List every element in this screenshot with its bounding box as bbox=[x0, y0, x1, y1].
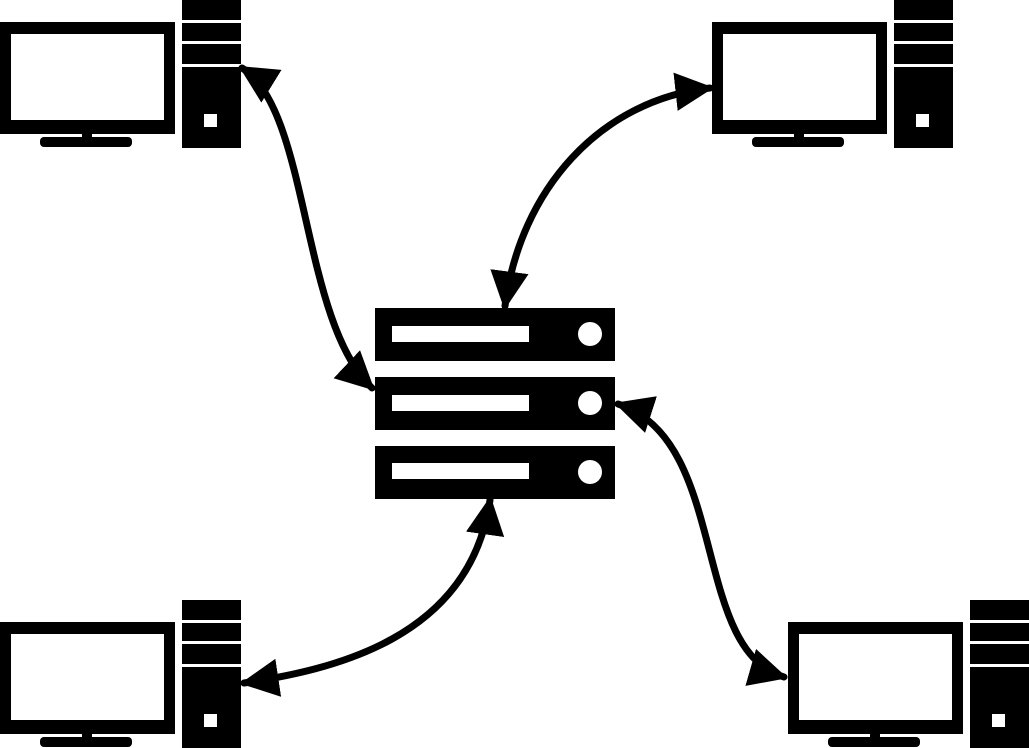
computer-top-left-icon bbox=[0, 0, 241, 148]
computer-bottom-left-icon bbox=[0, 600, 241, 748]
server-rack-icon bbox=[375, 308, 615, 499]
server-unit-3 bbox=[375, 446, 615, 499]
computer-top-right-icon bbox=[712, 0, 953, 148]
connection-bottom-right-arrow bbox=[614, 396, 788, 686]
connection-top-left-arrow bbox=[238, 64, 376, 392]
computer-bottom-right-icon bbox=[788, 600, 1029, 748]
server-unit-1 bbox=[375, 308, 615, 361]
server-unit-2 bbox=[375, 377, 615, 430]
connection-top-right-arrow bbox=[490, 72, 714, 310]
connection-bottom-left-arrow bbox=[240, 496, 505, 697]
